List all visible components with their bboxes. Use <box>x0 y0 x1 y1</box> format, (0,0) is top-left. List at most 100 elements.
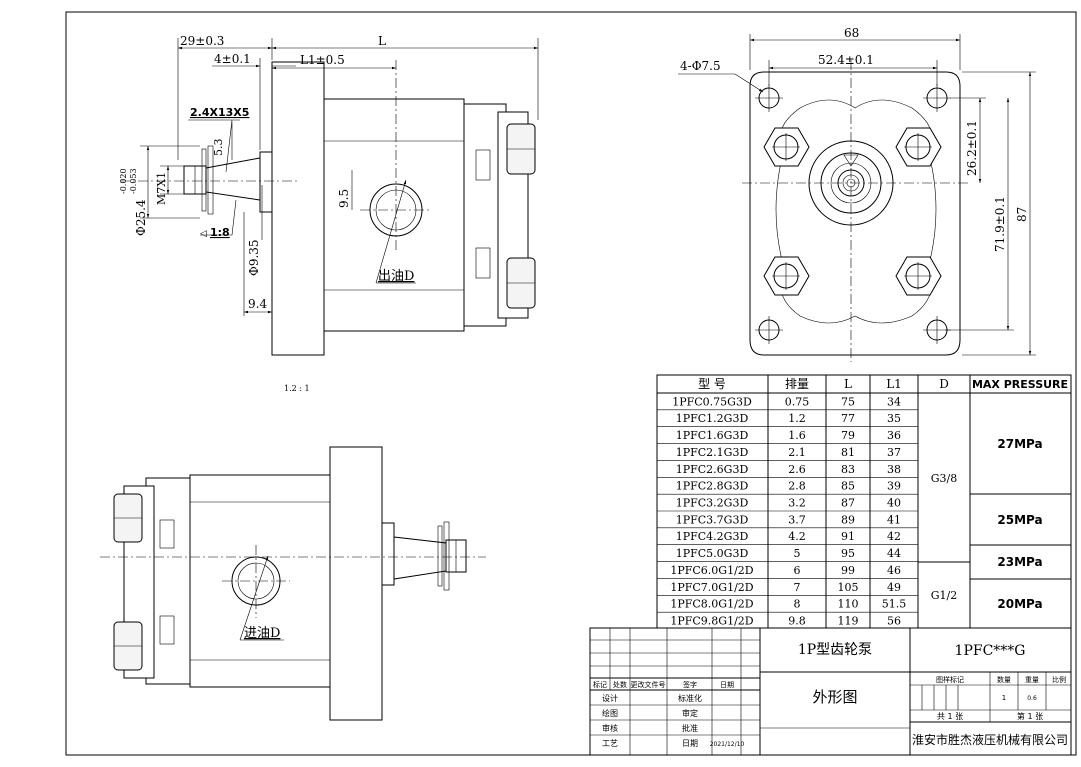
table-cell-L: 87 <box>841 496 855 509</box>
table-cell-disp: 2.6 <box>788 463 806 476</box>
table-cell-L1: 36 <box>887 429 901 442</box>
dim-4: 4±0.1 <box>214 52 251 66</box>
dim-87: 87 <box>1015 207 1029 222</box>
table-cell-L: 110 <box>838 598 859 611</box>
header-L1: L1 <box>886 377 902 391</box>
outlet-label: 出油D <box>378 269 414 284</box>
table-cell-model: 1PFC1.6G3D <box>676 429 749 442</box>
side-view <box>120 38 539 356</box>
holes-label: 4-Φ7.5 <box>680 59 721 73</box>
table-cell-model: 1PFC2.6G3D <box>676 463 749 476</box>
date-value: 2021/12/10 <box>710 741 745 748</box>
table-cell-model: 1PFC2.8G3D <box>676 480 749 493</box>
table-cell-disp: 4.2 <box>788 530 806 543</box>
table-cell-model: 1PFC4.2G3D <box>676 530 749 543</box>
taper: 1:8 <box>210 226 230 239</box>
header-displacement: 排量 <box>785 377 809 391</box>
table-cell-disp: 0.75 <box>785 395 810 408</box>
drawing-border <box>65 11 1077 756</box>
pressure-25: 25MPa <box>997 513 1042 527</box>
label-audit: 审核 <box>602 723 618 733</box>
table-cell-L: 77 <box>841 412 855 425</box>
table-cell-model: 1PFC1.2G3D <box>676 412 749 425</box>
table-cell-L1: 42 <box>887 530 901 543</box>
d-value-g12: G1/2 <box>931 589 958 602</box>
table-cell-L: 105 <box>838 581 859 594</box>
table-cell-L1: 40 <box>887 496 901 509</box>
table-cell-L: 75 <box>841 395 855 408</box>
table-cell-disp: 3.2 <box>788 496 806 509</box>
d-value-g38: G3/8 <box>931 472 958 485</box>
tol-lower: -0.053 <box>129 168 138 194</box>
table-cell-L: 79 <box>841 429 855 442</box>
header-max-pressure: MAX PRESSURE <box>972 378 1068 391</box>
key-spec: 2.4X13X5 <box>190 106 249 119</box>
table-cell-L: 91 <box>841 530 855 543</box>
table-cell-L: 95 <box>841 547 855 560</box>
table-cell-L: 119 <box>838 614 859 627</box>
table-cell-L: 99 <box>841 564 855 577</box>
table-cell-disp: 1.6 <box>788 429 806 442</box>
table-cell-disp: 7 <box>794 581 801 594</box>
table-cell-model: 1PFC3.7G3D <box>676 513 749 526</box>
label-standardize: 标准化 <box>678 693 702 703</box>
header-D: D <box>939 377 949 391</box>
drawing-code: 1PFC***G <box>955 643 1026 659</box>
front-view <box>678 34 1036 362</box>
dim-29: 29±0.3 <box>180 34 224 48</box>
pressure-27: 27MPa <box>997 437 1042 451</box>
title-block <box>589 627 1072 756</box>
table-cell-L: 89 <box>841 513 855 526</box>
table-cell-model: 1PFC3.2G3D <box>676 496 749 509</box>
table-cell-disp: 2.1 <box>788 446 806 459</box>
inlet-label: 进油D <box>244 626 280 641</box>
table-cell-model: 1PFC6.0G1/2D <box>670 564 753 577</box>
label-ratio: 比例 <box>1052 675 1066 684</box>
table-cell-model: 1PFC8.0G1/2D <box>670 598 753 611</box>
label-draw: 绘图 <box>602 708 618 718</box>
table-cell-disp: 5 <box>794 547 801 560</box>
dim-phi25: Φ25.4 <box>134 199 148 236</box>
label-design: 设计 <box>602 693 618 703</box>
table-cell-L: 81 <box>841 446 855 459</box>
total-sheets: 共 1 张 <box>937 712 963 721</box>
dim-9-4: 9.4 <box>248 297 267 311</box>
label-review: 审定 <box>682 708 698 718</box>
dim-5-3: 5.3 <box>212 139 225 157</box>
dim-9-5: 9.5 <box>337 189 351 208</box>
table-cell-model: 1PFC2.1G3D <box>676 446 749 459</box>
table-cell-disp: 2.8 <box>788 480 806 493</box>
bottom-view <box>100 446 486 721</box>
label-weight: 重量 <box>1025 676 1039 684</box>
weight-value: 0.6 <box>1027 695 1037 702</box>
table-cell-disp: 1.2 <box>788 412 806 425</box>
label-date: 日期 <box>682 739 698 748</box>
tol-upper: -0.020 <box>119 168 128 194</box>
header-L: L <box>844 377 852 391</box>
table-cell-L1: 34 <box>887 395 901 408</box>
table-cell-L1: 38 <box>887 463 901 476</box>
dim-71: 71.9±0.1 <box>993 196 1007 252</box>
rev-label-mark: 标记 <box>593 680 607 689</box>
label-qty: 数量 <box>997 675 1011 684</box>
table-cell-model: 1PFC9.8G1/2D <box>670 614 753 627</box>
table-cell-disp: 9.8 <box>788 614 806 627</box>
table-cell-disp: 3.7 <box>788 513 806 526</box>
dim-L1: L1±0.5 <box>300 53 345 67</box>
rev-label-sign: 签字 <box>683 680 697 689</box>
table-cell-L1: 49 <box>887 581 901 594</box>
sheet-number: 第 1 张 <box>1017 711 1043 721</box>
taper-symbol: ◁ <box>200 229 207 239</box>
qty-value: 1 <box>1002 694 1006 702</box>
dim-26: 26.2±0.1 <box>965 120 979 176</box>
table-cell-model: 1PFC5.0G3D <box>676 547 749 560</box>
table-cell-L1: 41 <box>887 513 901 526</box>
product-name: 1P型齿轮泵 <box>798 642 872 658</box>
table-cell-L1: 51.5 <box>882 598 907 611</box>
scale-note: 1.2 : 1 <box>284 384 310 393</box>
header-model: 型 号 <box>698 377 726 391</box>
table-cell-model: 1PFC0.75G3D <box>672 395 752 408</box>
rev-label-count: 处数 <box>613 680 627 689</box>
